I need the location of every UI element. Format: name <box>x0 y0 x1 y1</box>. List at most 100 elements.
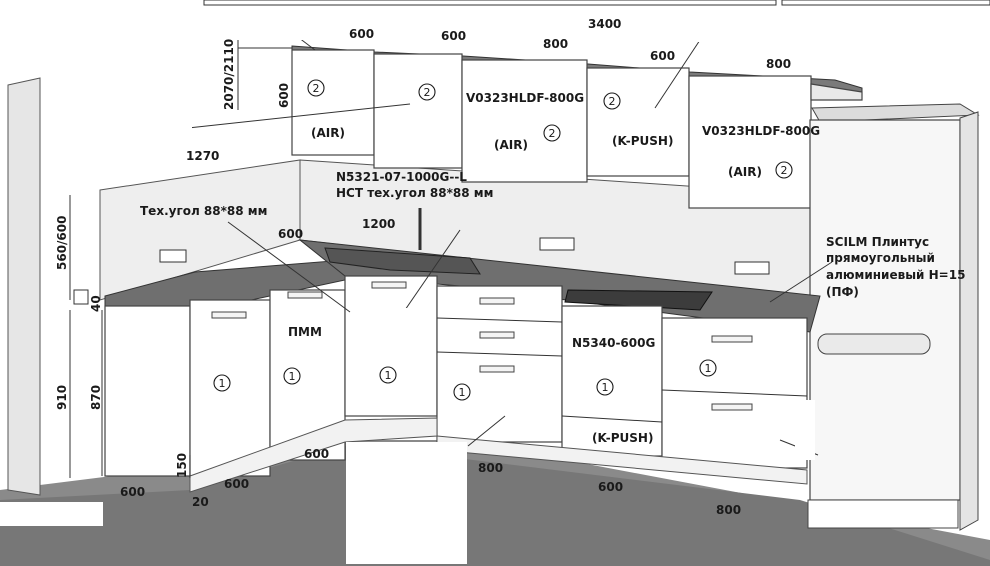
dim-upper-600-b: 600 <box>441 29 466 43</box>
redacted-block <box>628 20 740 42</box>
badge-upper: 2 <box>775 161 793 179</box>
upper-cab-2 <box>373 53 463 169</box>
upper-side <box>810 83 863 101</box>
svg-text:1: 1 <box>219 377 226 390</box>
badge-base: 1 <box>453 383 471 401</box>
label-upper-air-1: (AIR) <box>311 126 345 140</box>
label-plinth-2: прямоугольный <box>826 251 935 265</box>
dim-upper-600-a: 600 <box>349 27 374 41</box>
redacted-block <box>330 80 360 100</box>
dim-base-600-a: 600 <box>224 477 249 491</box>
redacted-block <box>205 338 263 352</box>
fridge-handle <box>817 333 931 355</box>
header-strip-right <box>781 0 990 6</box>
badge-base: 1 <box>283 367 301 385</box>
redacted-block <box>202 18 322 40</box>
svg-text:1: 1 <box>385 369 392 382</box>
wall-edge <box>7 77 41 496</box>
label-oven-kpush: (K-PUSH) <box>592 431 653 445</box>
handle <box>479 365 515 373</box>
handle <box>479 297 515 305</box>
dim-upper-800-b: 800 <box>766 57 791 71</box>
dim-total-width: 3400 <box>588 17 621 31</box>
label-upper-air-3: (AIR) <box>728 165 762 179</box>
header-strip <box>203 0 777 6</box>
redacted-block <box>346 442 467 564</box>
fridge-base <box>807 499 959 529</box>
badge-base: 1 <box>596 378 614 396</box>
badge-upper: 2 <box>307 79 325 97</box>
svg-text:2: 2 <box>313 82 320 95</box>
label-oven-model: N5340-600G <box>572 336 655 350</box>
handle <box>371 281 407 289</box>
svg-text:1: 1 <box>602 381 609 394</box>
dim-upper-600-c: 600 <box>650 49 675 63</box>
handle <box>287 291 323 299</box>
fridge-top <box>811 103 980 123</box>
socket <box>734 261 770 275</box>
label-tech-corner: Тех.угол 88*88 мм <box>140 204 267 218</box>
handle <box>211 311 247 319</box>
dim-base-870: 870 <box>89 385 103 410</box>
base-left-side <box>104 305 191 477</box>
socket <box>73 289 89 305</box>
handle <box>711 403 753 411</box>
dim-apron: 560/600 <box>55 216 69 270</box>
label-upper-kpush: (K-PUSH) <box>612 134 673 148</box>
dim-faucet-1200: 1200 <box>362 217 395 231</box>
redacted-block <box>370 308 410 338</box>
dim-upper-800-a: 800 <box>543 37 568 51</box>
dim-base-800-b: 800 <box>716 503 741 517</box>
dim-base-600-c: 600 <box>598 480 623 494</box>
label-sink-corner: НСТ тех.угол 88*88 мм <box>336 186 493 200</box>
badge-base: 1 <box>379 366 397 384</box>
base-cab-3 <box>344 275 438 417</box>
dim-upper-cab-h: 600 <box>277 83 291 108</box>
label-plinth-1: SCILM Плинтус <box>826 235 929 249</box>
svg-text:2: 2 <box>424 86 431 99</box>
svg-text:2: 2 <box>609 95 616 108</box>
hob <box>564 289 713 311</box>
badge-upper: 2 <box>543 124 561 142</box>
badge-upper: 2 <box>603 92 621 110</box>
upper-cab-3 <box>461 59 588 183</box>
label-upper-air-2: (AIR) <box>494 138 528 152</box>
dim-plinth-40: 40 <box>89 295 103 312</box>
upper-cab-4 <box>586 67 690 177</box>
sink-basin <box>324 247 481 275</box>
base-cab-5 <box>561 305 663 457</box>
badge-base: 1 <box>699 359 717 377</box>
svg-text:1: 1 <box>459 386 466 399</box>
dim-base-600-b: 600 <box>304 447 329 461</box>
redacted-block <box>795 400 815 460</box>
upper-cab-1 <box>291 49 375 156</box>
dim-side-600-a: 600 <box>120 485 145 499</box>
socket <box>159 249 187 263</box>
badge-upper: 2 <box>418 83 436 101</box>
fridge-body <box>809 119 961 501</box>
svg-text:2: 2 <box>549 127 556 140</box>
dim-worktop-600: 600 <box>278 227 303 241</box>
svg-text:2: 2 <box>781 164 788 177</box>
redacted-block <box>400 120 440 140</box>
handle <box>711 335 753 343</box>
label-sink-model: N5321-07-1000G--L <box>336 170 467 184</box>
svg-text:1: 1 <box>289 370 296 383</box>
base-cab-4 <box>436 285 563 443</box>
label-plinth-4: (ПФ) <box>826 285 859 299</box>
svg-text:1: 1 <box>705 362 712 375</box>
redacted-block <box>66 52 192 140</box>
badge-base: 1 <box>213 374 231 392</box>
socket <box>539 237 575 251</box>
fridge-side <box>959 111 979 531</box>
label-upper-model-1: V0323HLDF-800G <box>466 91 584 105</box>
dim-height-upper: 2070/2110 <box>222 39 236 110</box>
handle <box>479 331 515 339</box>
dim-side-1270: 1270 <box>186 149 219 163</box>
label-dishwasher: ПММ <box>288 325 322 339</box>
dim-worktop-910: 910 <box>55 385 69 410</box>
dim-gap-20: 20 <box>192 495 209 509</box>
upper-cab-5 <box>688 75 812 209</box>
